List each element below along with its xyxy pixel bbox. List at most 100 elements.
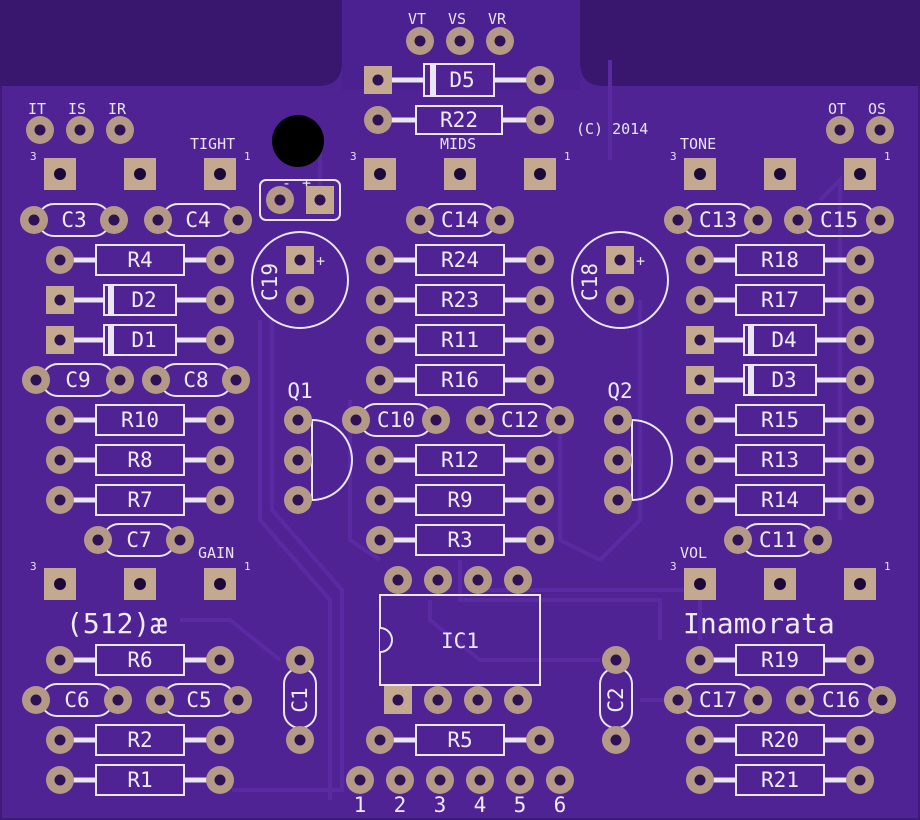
part-label-c10: C10 bbox=[377, 408, 415, 432]
pad-label-ot: OT bbox=[828, 100, 846, 118]
pad-pin-2[interactable] bbox=[386, 766, 414, 794]
part-label-c8: C8 bbox=[183, 368, 208, 392]
part-label-c6: C6 bbox=[64, 688, 89, 712]
pad-pin-3[interactable] bbox=[426, 766, 454, 794]
part-label-c19: C19 bbox=[258, 263, 282, 301]
resistor-r24: R24 bbox=[366, 244, 554, 276]
pad-pin-1[interactable] bbox=[346, 766, 374, 794]
pot-label-tight: TIGHT bbox=[190, 135, 235, 153]
pad-pin-5[interactable] bbox=[506, 766, 534, 794]
part-label-r14: R14 bbox=[761, 488, 799, 512]
power-connector: - + bbox=[259, 174, 341, 221]
svg-text:1: 1 bbox=[244, 150, 251, 163]
brand-label: (512)æ bbox=[66, 607, 167, 640]
pad-vr[interactable] bbox=[486, 27, 514, 55]
pad-vs[interactable] bbox=[446, 27, 474, 55]
part-label-r23: R23 bbox=[441, 288, 479, 312]
capacitor-c3: C3 bbox=[20, 203, 128, 237]
pin-label-6: 6 bbox=[554, 793, 567, 817]
part-label-r6: R6 bbox=[127, 648, 152, 672]
part-label-c4: C4 bbox=[185, 208, 210, 232]
part-label-r12: R12 bbox=[441, 448, 479, 472]
capacitor-c13: C13 bbox=[664, 203, 772, 237]
resistor-r17: R17 bbox=[686, 284, 874, 316]
part-label-c16: C16 bbox=[822, 688, 860, 712]
capacitor-c15: C15 bbox=[784, 203, 894, 237]
part-label-d1: D1 bbox=[131, 328, 156, 352]
pin-label-1: 1 bbox=[354, 793, 367, 817]
svg-text:3: 3 bbox=[30, 560, 37, 573]
pad-label-vs: VS bbox=[448, 10, 466, 28]
capacitor-c8: C8 bbox=[142, 363, 250, 397]
part-label-c5: C5 bbox=[186, 688, 211, 712]
pad-pin-4[interactable] bbox=[466, 766, 494, 794]
pad-vt[interactable] bbox=[406, 27, 434, 55]
resistor-r6: R6 bbox=[46, 644, 234, 676]
pot-label-tone: TONE bbox=[680, 135, 716, 153]
pad-label-vr: VR bbox=[488, 10, 507, 28]
ic1-dip8: IC1 bbox=[379, 566, 541, 714]
diode-d5: D5 bbox=[364, 63, 554, 97]
svg-text:1: 1 bbox=[884, 150, 891, 163]
resistor-r18: R18 bbox=[686, 244, 874, 276]
resistor-r5: R5 bbox=[366, 724, 554, 756]
part-label-r16: R16 bbox=[441, 368, 479, 392]
pot-tight: 3 TIGHT 1 bbox=[30, 135, 251, 190]
capacitor-c4: C4 bbox=[144, 203, 252, 237]
pad-label-vt: VT bbox=[408, 10, 426, 28]
capacitor-c14: C14 bbox=[406, 203, 514, 237]
part-label-q2: Q2 bbox=[607, 379, 632, 403]
part-label-r13: R13 bbox=[761, 448, 799, 472]
part-label-r11: R11 bbox=[441, 328, 479, 352]
pad-is[interactable] bbox=[66, 116, 94, 144]
pad-it[interactable] bbox=[26, 116, 54, 144]
part-label-r5: R5 bbox=[447, 728, 472, 752]
board-cutout-right bbox=[580, 0, 920, 86]
diode-d1: D1 bbox=[46, 324, 234, 356]
part-label-r17: R17 bbox=[761, 288, 799, 312]
svg-text:1: 1 bbox=[564, 150, 571, 163]
svg-text:1: 1 bbox=[884, 560, 891, 573]
part-label-r15: R15 bbox=[761, 408, 799, 432]
capacitor-c12: C12 bbox=[466, 403, 574, 437]
capacitor-c5: C5 bbox=[146, 683, 252, 717]
resistor-r7: R7 bbox=[46, 484, 234, 516]
capacitor-c18: + C18 bbox=[571, 231, 669, 329]
svg-text:1: 1 bbox=[244, 560, 251, 573]
resistor-r23: R23 bbox=[366, 284, 554, 316]
pot-tone: 3 TONE 1 bbox=[670, 135, 891, 190]
board-cutout-left bbox=[0, 0, 342, 86]
part-label-d3: D3 bbox=[771, 368, 796, 392]
pin-label-4: 4 bbox=[474, 793, 487, 817]
resistor-r20: R20 bbox=[686, 724, 874, 756]
pot-mids: 3 MIDS 1 bbox=[350, 135, 571, 190]
pad-os[interactable] bbox=[866, 116, 894, 144]
resistor-r16: R16 bbox=[366, 364, 554, 396]
capacitor-c6: C6 bbox=[22, 683, 132, 717]
svg-text:+: + bbox=[316, 252, 325, 270]
mounting-hole bbox=[272, 115, 324, 167]
capacitor-c11: C11 bbox=[724, 523, 832, 557]
svg-text:3: 3 bbox=[670, 560, 677, 573]
resistor-r1: R1 bbox=[46, 764, 234, 796]
part-label-d4: D4 bbox=[771, 328, 796, 352]
pad-pin-6[interactable] bbox=[546, 766, 574, 794]
svg-text:+: + bbox=[302, 174, 311, 192]
diode-d3: D3 bbox=[686, 364, 874, 396]
part-label-c11: C11 bbox=[759, 528, 797, 552]
resistor-r9: R9 bbox=[366, 484, 554, 516]
pad-ot[interactable] bbox=[826, 116, 854, 144]
pad-ir[interactable] bbox=[106, 116, 134, 144]
transistor-q1: Q1 bbox=[284, 379, 353, 514]
part-label-c18: C18 bbox=[578, 263, 602, 301]
pot-label-gain: GAIN bbox=[198, 544, 234, 562]
resistor-r3: R3 bbox=[366, 524, 554, 556]
resistor-group: R4R10R8R7R6R2R1R24R23R11R16R12R9R3R5R18R… bbox=[46, 244, 874, 796]
svg-text:+: + bbox=[636, 252, 645, 270]
resistor-r4: R4 bbox=[46, 244, 234, 276]
pin-label-3: 3 bbox=[434, 793, 447, 817]
part-label-r4: R4 bbox=[127, 248, 152, 272]
capacitor-c17: C17 bbox=[664, 683, 772, 717]
